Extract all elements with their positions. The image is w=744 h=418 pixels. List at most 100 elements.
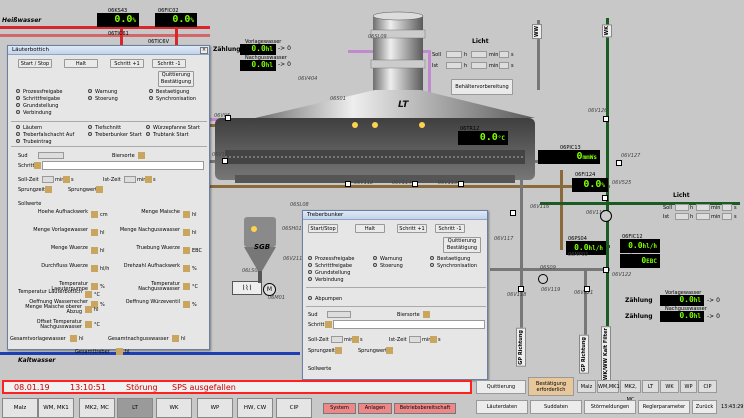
treberbunker-titlebar[interactable]: Treberbunker bbox=[303, 211, 487, 220]
nav-button[interactable]: WM, MK1 bbox=[38, 398, 74, 418]
lb-mode-check[interactable] bbox=[16, 125, 20, 129]
lb-param-value[interactable] bbox=[183, 265, 190, 272]
pump-v124-circle[interactable] bbox=[600, 210, 612, 222]
lb-param-unit: % bbox=[100, 284, 105, 290]
nav-button[interactable]: HW, CW bbox=[237, 398, 273, 418]
tb-halt-button[interactable]: Halt bbox=[355, 224, 385, 233]
lb-start-stop-button[interactable]: Start / Stop bbox=[18, 59, 52, 68]
lb-mode-check[interactable] bbox=[146, 125, 150, 129]
lb-step-minus-button[interactable]: Schritt -1 bbox=[152, 59, 186, 68]
lb-param-value[interactable] bbox=[91, 229, 98, 236]
lb-mode-check[interactable] bbox=[16, 139, 20, 143]
pressure-lcd: 0mmWs bbox=[538, 150, 600, 164]
data-nav-button[interactable]: Störmeldungen bbox=[584, 400, 636, 414]
lb-param-value[interactable] bbox=[91, 247, 98, 254]
valve-v118[interactable] bbox=[518, 286, 524, 292]
licht-right-soll-s[interactable] bbox=[722, 204, 732, 211]
lb-param-value[interactable] bbox=[85, 306, 92, 313]
lb-param-unit: hl bbox=[192, 230, 197, 236]
lb-mode-check[interactable] bbox=[16, 132, 20, 136]
valve-v124[interactable] bbox=[602, 195, 608, 201]
ps-lcd: 0.0hl/h bbox=[566, 241, 606, 255]
licht-right-soll-min[interactable] bbox=[696, 204, 710, 211]
system-button[interactable]: Betriebsbereitschaft bbox=[394, 403, 456, 414]
lb-param-value[interactable] bbox=[91, 265, 98, 272]
nav-button[interactable]: WK bbox=[156, 398, 192, 418]
lb-halt-button[interactable]: Halt bbox=[64, 59, 98, 68]
lb-param-value[interactable] bbox=[183, 301, 190, 308]
valve-v127[interactable] bbox=[616, 160, 622, 166]
pump-s09[interactable] bbox=[538, 274, 548, 284]
lb-step-plus-button[interactable]: Schritt +1 bbox=[110, 59, 144, 68]
quick-button[interactable]: WM,MK1 bbox=[597, 380, 620, 393]
top-lcd-2: 0.0% bbox=[155, 13, 197, 27]
pump-m01[interactable]: M bbox=[263, 283, 276, 296]
nav-button[interactable]: MK2, MC bbox=[79, 398, 115, 418]
lauterbottich-title: Läuterbottich bbox=[12, 47, 49, 53]
data-nav-button[interactable]: Reglerparameter bbox=[638, 400, 690, 414]
lauterbottich-titlebar[interactable]: Läuterbottich × bbox=[8, 46, 209, 55]
data-nav-button[interactable]: Läuterdaten bbox=[476, 400, 528, 414]
tb-quittierung-button[interactable]: Quittierung Bestätigung bbox=[443, 237, 481, 253]
pipe-label-wk-bottom: WK/WW Kalt Filter bbox=[601, 326, 611, 383]
lb-quittierung-button[interactable]: Quittierung Bestätigung bbox=[158, 71, 194, 87]
lb-param-value[interactable] bbox=[85, 321, 92, 328]
data-nav-button[interactable]: Zurück bbox=[692, 400, 717, 414]
lb-param-value[interactable] bbox=[183, 211, 190, 218]
quick-button[interactable]: WP bbox=[680, 380, 697, 393]
lb-param-value[interactable] bbox=[91, 301, 98, 308]
lb-param-value[interactable] bbox=[183, 229, 190, 236]
valve-v113[interactable] bbox=[458, 181, 464, 187]
lb-mode-check[interactable] bbox=[88, 125, 92, 129]
lb-soll-min-field[interactable] bbox=[42, 176, 54, 183]
licht-top-soll-min-unit: min bbox=[489, 52, 499, 58]
behaelter-button[interactable]: Behältervorbereitung bbox=[451, 79, 513, 95]
valve-v112[interactable] bbox=[345, 181, 351, 187]
alarm-bar[interactable]: 08.01.19 13:10:51 Störung SPS ausgefalle… bbox=[2, 380, 472, 394]
tb-abpumpen-check[interactable] bbox=[308, 296, 312, 300]
zaehlung-top-tag-1: Vorlagewasser bbox=[245, 39, 282, 45]
valve-v114[interactable] bbox=[412, 181, 418, 187]
valve-v122[interactable] bbox=[603, 267, 609, 273]
quick-button[interactable]: Malz bbox=[577, 380, 596, 393]
lb-mode-check[interactable] bbox=[146, 132, 150, 136]
lb-param-value[interactable] bbox=[183, 247, 190, 254]
valve-v221[interactable] bbox=[584, 286, 590, 292]
valve-v107[interactable] bbox=[222, 158, 228, 164]
lb-soll-s-field[interactable] bbox=[63, 176, 70, 183]
tb-soll-s-field[interactable] bbox=[352, 336, 359, 343]
nav-button[interactable]: LT bbox=[117, 398, 153, 418]
valve-v116[interactable] bbox=[510, 210, 516, 216]
tb-soll-min-field[interactable] bbox=[331, 336, 343, 343]
lb-param-value[interactable] bbox=[85, 291, 92, 298]
lb-param-value[interactable] bbox=[183, 283, 190, 290]
nav-button[interactable]: CIP bbox=[276, 398, 312, 418]
tb-start-stop-button[interactable]: Start/Stop bbox=[308, 224, 338, 233]
licht-top-soll-s[interactable] bbox=[499, 51, 509, 58]
system-button[interactable]: Anlagen bbox=[358, 403, 392, 414]
lb-mode-check[interactable] bbox=[88, 132, 92, 136]
quick-button[interactable]: CIP bbox=[698, 380, 717, 393]
valve-v05[interactable] bbox=[225, 115, 231, 121]
quick-button[interactable]: MK2, MC bbox=[620, 380, 641, 403]
system-button[interactable]: System bbox=[323, 403, 356, 414]
tb-step-minus-button[interactable]: Schritt -1 bbox=[435, 224, 465, 233]
alarm-type: Störung bbox=[126, 383, 158, 392]
tag-v113: 06V113 bbox=[438, 180, 458, 186]
quittierung-button[interactable]: Quittierung bbox=[476, 380, 526, 394]
quick-button[interactable]: WK bbox=[660, 380, 679, 393]
licht-top-soll-h[interactable] bbox=[446, 51, 462, 58]
tb-step-plus-button[interactable]: Schritt +1 bbox=[397, 224, 427, 233]
licht-right-soll-h[interactable] bbox=[675, 204, 689, 211]
lb-param-value[interactable] bbox=[91, 283, 98, 290]
bestaetigung-button[interactable]: Bestätigung erforderlich bbox=[528, 377, 574, 396]
nav-button[interactable]: WP bbox=[197, 398, 233, 418]
data-nav-button[interactable]: Suddaten bbox=[530, 400, 582, 414]
licht-top-soll-min[interactable] bbox=[471, 51, 487, 58]
quick-button[interactable]: LT bbox=[642, 380, 659, 393]
close-icon[interactable]: × bbox=[200, 47, 208, 54]
lb-param-value[interactable] bbox=[91, 211, 98, 218]
zaehlung-top-lcd-2: 0.0hl bbox=[240, 60, 276, 71]
nav-button[interactable]: Malz bbox=[2, 398, 38, 418]
valve-v126[interactable] bbox=[603, 116, 609, 122]
